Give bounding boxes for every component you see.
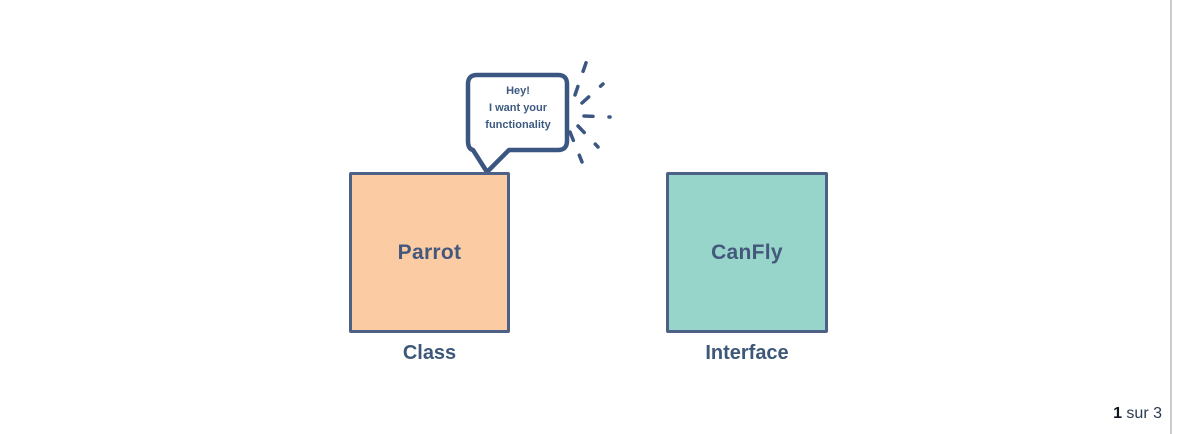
excitement-dashes-icon — [568, 58, 612, 164]
speech-bubble-line: functionality — [485, 119, 551, 131]
node-label-parrot: Parrot — [397, 240, 462, 264]
class-node-parrot: Parrot — [349, 172, 510, 333]
speech-bubble-line: I want your — [488, 102, 548, 114]
speech-bubble — [465, 58, 612, 175]
page-indicator-current: 1 — [1113, 405, 1122, 422]
page-edge-line — [1170, 0, 1172, 434]
speech-bubble-text: Hey! I want your functionality — [468, 83, 568, 134]
speech-bubble-line: Hey! — [506, 85, 530, 97]
speech-bubble-outline — [465, 72, 570, 175]
page-indicator-total: sur 3 — [1126, 405, 1162, 422]
node-caption-interface: Interface — [705, 342, 789, 364]
page-indicator: 1 sur 3 — [1096, 405, 1162, 423]
node-label-canfly: CanFly — [711, 240, 783, 264]
interface-node-canfly: CanFly — [666, 172, 828, 333]
node-caption-class: Class — [402, 342, 457, 364]
